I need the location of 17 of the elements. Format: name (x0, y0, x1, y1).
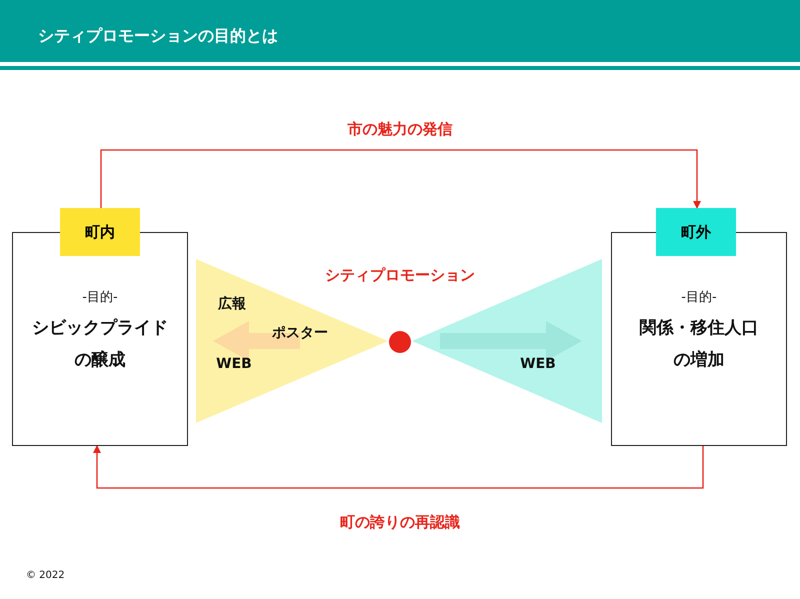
purpose-label: -目的- (680, 289, 718, 306)
media-label: 広報 (216, 294, 247, 314)
heading-tag: 町外 (656, 208, 736, 256)
media-label: WEB (215, 355, 253, 374)
edge-label: 市の魅力の発信 (346, 120, 454, 139)
title: シティプロモーションの目的とは (38, 26, 278, 47)
media-label: WEB (519, 355, 557, 374)
arrow (100, 149, 701, 209)
goal-text: 関係・移住人口の増加 (638, 317, 760, 372)
media-label: ポスター (271, 324, 329, 343)
goal-text: シビックプライドの醸成 (31, 317, 169, 372)
center-label: シティプロモーション (324, 266, 476, 285)
copyright-note: © 2022 (26, 570, 65, 581)
heading-tag: 町内 (60, 208, 140, 256)
edge-label: 町の誇りの再認識 (339, 513, 461, 532)
purpose-label: -目的- (81, 289, 119, 306)
arrow (93, 445, 704, 489)
